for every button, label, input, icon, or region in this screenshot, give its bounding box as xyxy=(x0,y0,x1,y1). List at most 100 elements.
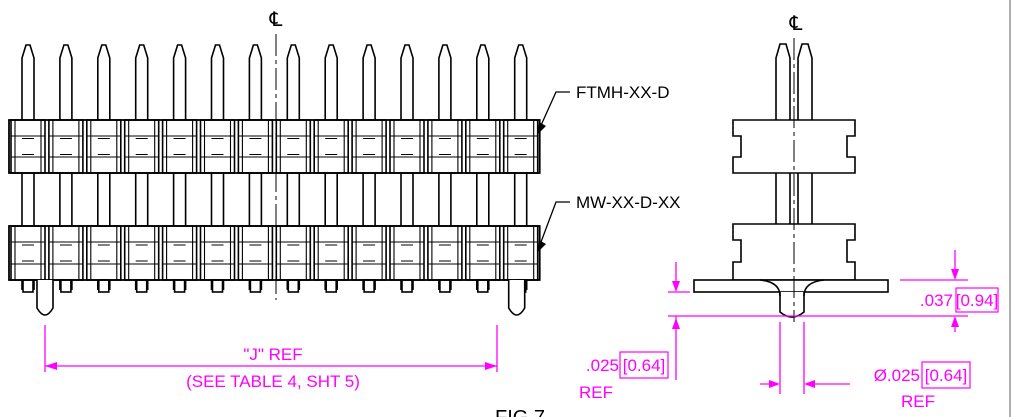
pin-contact xyxy=(325,137,338,156)
pin-contact xyxy=(476,244,489,262)
housing-detail xyxy=(86,226,121,280)
pin-contact xyxy=(135,244,148,262)
side-fillet-left xyxy=(759,279,781,297)
standoff-stub xyxy=(439,279,451,293)
housing-detail xyxy=(48,226,83,280)
pin-contact xyxy=(476,137,489,156)
standoff-inch: .037 xyxy=(920,291,953,310)
standoff-mm-box xyxy=(955,287,999,313)
standoff-mm: [0.94] xyxy=(956,291,999,310)
housing-detail xyxy=(124,120,159,173)
standoff-stub xyxy=(476,279,489,293)
pin-contact xyxy=(249,137,262,156)
housing-detail xyxy=(238,226,273,280)
j-ref-note: (SEE TABLE 4, SHT 5) xyxy=(186,372,360,391)
housing-detail xyxy=(11,120,45,173)
housing-detail xyxy=(48,120,83,173)
side-tail xyxy=(779,292,805,318)
housing-cell xyxy=(237,119,274,174)
standoff-stub xyxy=(60,279,72,293)
housing-detail xyxy=(162,120,197,173)
housing-cell xyxy=(351,119,387,174)
front-centerline-symbol: ℄ xyxy=(269,7,283,31)
housing-cell xyxy=(313,119,350,174)
pin-contact xyxy=(22,244,34,262)
pin-contact xyxy=(59,137,72,156)
pin-contact xyxy=(363,137,376,156)
pin-contact xyxy=(211,244,224,262)
housing-detail xyxy=(427,226,462,280)
tail-dia-ref: REF xyxy=(901,392,935,411)
tail-length-ref: REF xyxy=(579,383,613,402)
side-view xyxy=(693,43,889,318)
alignment-post xyxy=(36,280,54,316)
pin-contact xyxy=(401,137,413,156)
housing-cell xyxy=(161,225,198,281)
callout-bottom-part: MW-XX-D-XX xyxy=(576,193,681,212)
housing-cell xyxy=(464,119,501,174)
standoff-stub xyxy=(363,279,375,293)
housing-cell xyxy=(389,119,425,174)
callout-leader-top xyxy=(537,91,570,133)
j-ref-dimension xyxy=(44,325,498,372)
pin-contact xyxy=(59,244,72,262)
housing-cell xyxy=(48,225,84,281)
housing-detail xyxy=(276,120,311,173)
housing-cell xyxy=(161,119,198,174)
housing-outline xyxy=(8,119,541,174)
housing-detail xyxy=(200,226,235,280)
standoff-stub xyxy=(98,279,110,293)
housing-cell xyxy=(427,225,463,281)
standoff-stub xyxy=(22,279,34,293)
pin-contact xyxy=(97,137,110,156)
housing-detail xyxy=(200,120,235,173)
tail-dia-inch: Ø.025 xyxy=(874,366,920,385)
housing-detail xyxy=(314,120,349,173)
alignment-post xyxy=(507,280,526,316)
tail-length-mm-box xyxy=(619,351,669,379)
housing-detail xyxy=(465,226,500,280)
side-fillet-right xyxy=(803,279,825,297)
j-ref-label: "J" REF xyxy=(243,345,302,364)
pin-contact xyxy=(135,137,148,156)
pin-contact xyxy=(97,244,110,262)
housing-detail xyxy=(238,120,273,173)
housing-detail xyxy=(390,226,424,280)
callout-leader-bottom xyxy=(537,201,570,251)
pin-contact xyxy=(287,137,300,156)
housing-cell xyxy=(48,119,84,174)
housing-cell xyxy=(389,225,425,281)
pin-contact xyxy=(363,244,376,262)
housing-cell xyxy=(237,225,274,281)
callout-top-part: FTMH-XX-D xyxy=(576,83,669,102)
housing-detail xyxy=(503,120,538,173)
pin-contact xyxy=(438,137,451,156)
standoff-stub xyxy=(401,279,413,293)
standoff-stub xyxy=(325,279,338,293)
housing-detail xyxy=(276,226,311,280)
housing-detail xyxy=(465,120,500,173)
figure-label: FIG 7 xyxy=(495,407,545,417)
pin-contact xyxy=(173,244,186,262)
housing-detail xyxy=(427,120,462,173)
tail-length-mm: [0.64] xyxy=(623,356,666,375)
standoff-stub xyxy=(249,279,262,293)
housing-detail xyxy=(314,226,349,280)
housing-detail xyxy=(352,226,387,280)
pin-contact xyxy=(211,137,224,156)
housing-detail xyxy=(162,226,197,280)
housing-cell xyxy=(10,225,46,281)
callout-arrow-top xyxy=(538,122,546,134)
front-housings xyxy=(8,119,541,316)
housing-detail xyxy=(390,120,424,173)
standoff-stub xyxy=(211,279,224,293)
side-centerline-symbol: ℄ xyxy=(789,11,803,35)
housing-cell xyxy=(275,225,312,281)
housing-detail xyxy=(503,226,538,280)
pin-contact xyxy=(514,137,527,156)
standoff-stub xyxy=(135,279,148,293)
housing-cell xyxy=(427,119,463,174)
housing-detail xyxy=(352,120,387,173)
housing-detail xyxy=(11,226,45,280)
